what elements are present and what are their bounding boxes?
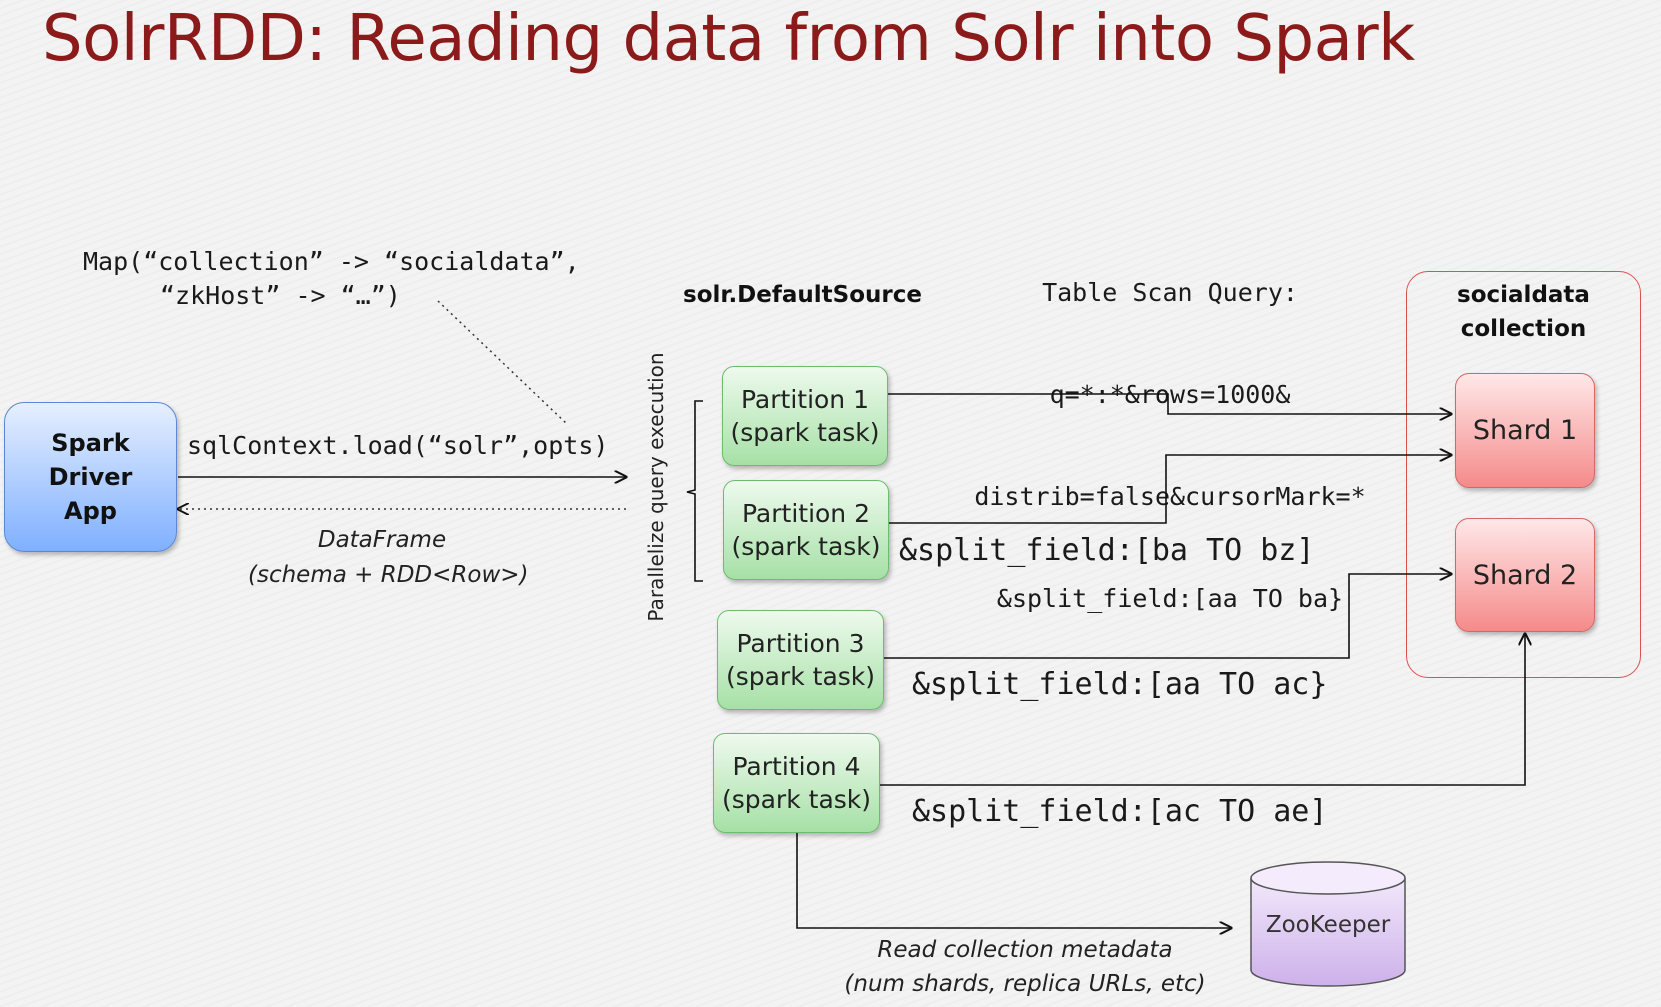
partition-4-box: Partition 4 (spark task) [713,733,880,833]
dataframe-label: DataFrame (schema + RDD<Row>) [248,523,529,593]
partition-1-name: Partition 1 [740,385,870,414]
table-scan-line-3: distrib=false&cursorMark=* [974,482,1366,511]
shard-1-box: Shard 1 [1455,373,1595,488]
partition-2-name: Partition 2 [741,499,871,528]
partition-2-to-shard-1-arrow [889,455,1451,524]
split-field-partition-3: &split_field:[aa TO ac} [912,667,1328,702]
partition-2-box: Partition 2 (spark task) [723,480,889,580]
collection-label: socialdata collection [1406,278,1641,346]
partition-3-name: Partition 3 [736,629,865,658]
partition-3-box: Partition 3 (spark task) [717,610,884,710]
collection-label-line-1: socialdata [1457,282,1590,308]
options-map-line-2: “zkHost” -> “…”) [160,281,401,310]
partition-2-task: (spark task) [731,532,881,561]
dataframe-line-1: DataFrame [317,527,447,553]
slide-title: SolrRDD: Reading data from Solr into Spa… [42,2,1415,76]
partition-1-to-shard-1-arrow [888,393,1451,414]
partition-brace [686,400,703,582]
spark-driver-line-2: Driver [48,463,133,491]
metadata-read-line-1: Read collection metadata [877,937,1173,963]
collection-label-line-2: collection [1460,316,1587,342]
shard-1-label: Shard 1 [1472,415,1578,446]
data-source-label: solr.DefaultSource [683,282,922,308]
zookeeper-label: ZooKeeper [1265,912,1391,938]
socialdata-collection-container [1406,271,1641,678]
table-scan-line-1: Table Scan Query: [1042,278,1298,307]
spark-driver-app-box: Spark Driver App [4,402,177,552]
spark-driver-line-1: Spark [51,429,130,457]
zookeeper-cylinder [1250,861,1406,987]
dataframe-line-2: (schema + RDD<Row>) [248,562,529,588]
partition-1-task: (spark task) [730,418,880,447]
shard-2-box: Shard 2 [1455,518,1595,632]
options-map-line-1: Map(“collection” -> “socialdata”, [83,247,580,276]
partition-4-to-zookeeper-arrow [796,833,1231,928]
table-scan-query: Table Scan Query: q=*:*&rows=1000& distr… [955,208,1385,650]
shard-2-label: Shard 2 [1472,559,1578,591]
partition-3-task: (spark task) [725,662,876,691]
metadata-read-line-2: (num shards, replica URLs, etc) [844,971,1206,997]
table-scan-line-4: &split_field:[aa TO ba} [996,584,1344,613]
metadata-read-label: Read collection metadata (num shards, re… [840,933,1210,1001]
partition-1-box: Partition 1 (spark task) [722,366,888,466]
spark-driver-line-3: App [64,497,117,525]
partition-3-to-shard-2-arrow [884,574,1451,659]
partition-4-to-shard-2-arrow [880,634,1525,786]
split-field-partition-2: &split_field:[ba TO bz] [899,533,1315,568]
load-call-label: sqlContext.load(“solr”,opts) [187,431,609,460]
partition-4-task: (spark task) [721,785,872,814]
split-field-partition-4: &split_field:[ac TO ae] [912,794,1328,829]
options-to-load-dotted-line [437,300,569,426]
partition-4-name: Partition 4 [732,752,861,781]
